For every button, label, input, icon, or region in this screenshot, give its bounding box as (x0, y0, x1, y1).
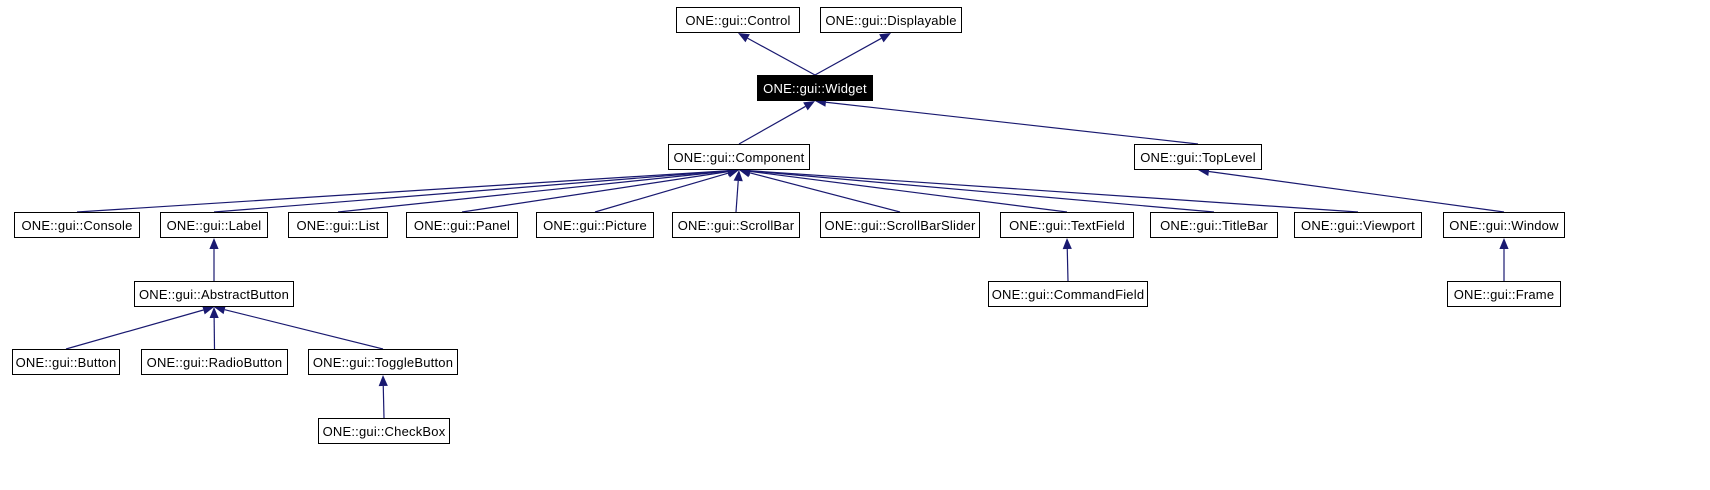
class-node-label: ONE::gui::Window (1449, 217, 1559, 233)
inheritance-arrow-component-to-widget (738, 101, 815, 145)
class-node-list[interactable]: ONE::gui::List (288, 212, 388, 238)
class-node-component[interactable]: ONE::gui::Component (668, 144, 810, 170)
class-node-label: ONE::gui::TopLevel (1140, 149, 1256, 165)
class-node-label: ONE::gui::ScrollBarSlider (824, 217, 976, 233)
class-node-control[interactable]: ONE::gui::Control (676, 7, 800, 33)
inheritance-arrow-console-to-component (76, 166, 739, 213)
arrow-head-icon (1499, 238, 1509, 249)
inheritance-arrow-list-to-component (337, 166, 739, 213)
class-node-label: ONE::gui::CommandField (991, 286, 1145, 302)
class-node-commandfield[interactable]: ONE::gui::CommandField (988, 281, 1148, 307)
inheritance-arrow-toplevel-to-widget (815, 97, 1199, 145)
class-node-label: ONE::gui::Console (21, 217, 133, 233)
inheritance-arrow-titlebar-to-component (739, 166, 1215, 213)
class-node-checkbox[interactable]: ONE::gui::CheckBox (318, 418, 450, 444)
arrow-head-icon (879, 33, 891, 43)
inheritance-arrow-commandfield-to-textfield (1062, 238, 1072, 282)
inheritance-arrow-radiobutton-to-abstractbutton (209, 307, 219, 350)
inheritance-arrow-window-to-toplevel (1198, 166, 1505, 213)
inheritance-arrow-abstractbutton-to-label (209, 238, 219, 281)
inheritance-arrow-checkbox-to-togglebutton (378, 375, 388, 419)
class-node-label: ONE::gui::TitleBar (1160, 217, 1268, 233)
inheritance-arrow-widget-to-control (738, 33, 816, 76)
class-node-scrollbar[interactable]: ONE::gui::ScrollBar (672, 212, 800, 238)
class-node-label: ONE::gui::AbstractButton (138, 286, 290, 302)
inheritance-arrow-picture-to-component (594, 168, 739, 213)
class-node-picture[interactable]: ONE::gui::Picture (536, 212, 654, 238)
class-node-titlebar[interactable]: ONE::gui::TitleBar (1150, 212, 1278, 238)
class-node-label: ONE::gui::Viewport (1301, 217, 1415, 233)
inheritance-arrow-togglebutton-to-abstractbutton (214, 305, 384, 350)
inheritance-arrow-frame-to-window (1499, 238, 1509, 281)
class-node-label: ONE::gui::ToggleButton (312, 354, 454, 370)
arrow-head-icon (378, 375, 388, 387)
inheritance-arrow-label-to-component (213, 166, 739, 213)
class-node-togglebutton[interactable]: ONE::gui::ToggleButton (308, 349, 458, 375)
class-node-console[interactable]: ONE::gui::Console (14, 212, 140, 238)
class-node-label: ONE::gui::CheckBox (322, 423, 446, 439)
class-node-label: ONE::gui::Label (166, 217, 262, 233)
class-node-label: ONE::gui::Panel (413, 217, 511, 233)
class-node-radiobutton[interactable]: ONE::gui::RadioButton (141, 349, 288, 375)
class-node-textfield[interactable]: ONE::gui::TextField (1000, 212, 1134, 238)
arrow-head-icon (209, 307, 219, 319)
class-node-label: ONE::gui::Button (15, 354, 117, 370)
inheritance-arrow-viewport-to-component (739, 166, 1359, 213)
arrow-head-icon (1062, 238, 1072, 250)
class-node-scrollbarslider[interactable]: ONE::gui::ScrollBarSlider (820, 212, 980, 238)
class-node-displayable[interactable]: ONE::gui::Displayable (820, 7, 962, 33)
class-node-panel[interactable]: ONE::gui::Panel (406, 212, 518, 238)
inheritance-arrow-scrollbarslider-to-component (739, 168, 901, 213)
inheritance-arrow-textfield-to-component (739, 166, 1068, 213)
class-node-label: ONE::gui::Picture (543, 217, 647, 233)
class-node-label: ONE::gui::List (296, 217, 380, 233)
class-node-label: ONE::gui::Widget (763, 80, 867, 96)
class-node-label: ONE::gui::Displayable (825, 12, 957, 28)
class-node-label: ONE::gui::Frame (1453, 286, 1555, 302)
arrow-head-icon (209, 238, 219, 249)
inheritance-arrow-panel-to-component (461, 167, 739, 213)
class-node-label: ONE::gui::TextField (1009, 217, 1125, 233)
class-node-viewport[interactable]: ONE::gui::Viewport (1294, 212, 1422, 238)
class-node-label: ONE::gui::Component (673, 149, 805, 165)
class-node-label: ONE::gui::ScrollBar (677, 217, 795, 233)
arrow-head-icon (733, 170, 743, 182)
class-node-label: ONE::gui::RadioButton (146, 354, 283, 370)
class-node-toplevel[interactable]: ONE::gui::TopLevel (1134, 144, 1262, 170)
inheritance-arrow-widget-to-displayable (814, 33, 891, 76)
inheritance-arrow-scrollbar-to-component (733, 170, 743, 213)
arrow-head-icon (803, 101, 815, 111)
class-node-widget[interactable]: ONE::gui::Widget (757, 75, 873, 101)
class-node-window[interactable]: ONE::gui::Window (1443, 212, 1565, 238)
class-node-label: ONE::gui::Control (685, 12, 791, 28)
class-node-button[interactable]: ONE::gui::Button (12, 349, 120, 375)
arrow-head-icon (738, 33, 750, 43)
class-node-frame[interactable]: ONE::gui::Frame (1447, 281, 1561, 307)
class-node-label[interactable]: ONE::gui::Label (160, 212, 268, 238)
class-node-abstractbutton[interactable]: ONE::gui::AbstractButton (134, 281, 294, 307)
inheritance-arrow-button-to-abstractbutton (65, 305, 214, 350)
